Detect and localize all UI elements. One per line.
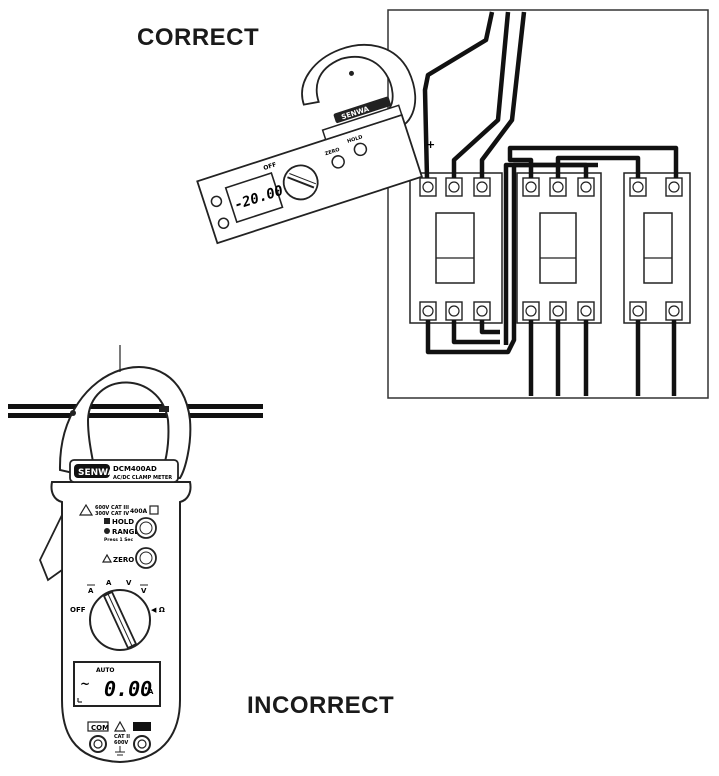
double-insulation-icon <box>149 505 159 515</box>
jack-warning-icon <box>113 720 127 732</box>
lcd-tilde: ~ <box>80 677 90 691</box>
polarity-sign: + <box>426 138 435 151</box>
dial-ohm-label: ◀ Ω <box>151 606 165 614</box>
dial-off-label: OFF <box>70 606 86 614</box>
lcd-mode: AUTO <box>96 667 115 674</box>
current-rating: 400A <box>130 508 148 515</box>
small-zero-label: ZERO <box>324 147 340 157</box>
large-brand-label: SENWA <box>78 468 115 478</box>
range-note: Press 1 Sec <box>104 537 133 543</box>
clamped-cable <box>8 404 263 418</box>
small-off-label: OFF <box>263 161 278 172</box>
dial-dcv-label: V <box>141 587 147 595</box>
small-hold-label: HOLD <box>347 134 364 145</box>
large-brand-badge <box>74 464 110 478</box>
dial-dca-label: A <box>88 587 94 595</box>
model-label: DCM400AD <box>113 465 157 473</box>
dial-aca-label: A <box>106 579 112 587</box>
large-clamp-meter: SENWA DCM400AD AC/DC CLAMP METER 600V CA… <box>8 345 263 764</box>
hold-label: HOLD <box>112 518 134 526</box>
range-label: RANGE <box>112 528 139 536</box>
lcd-value: 0.00 <box>104 677 152 701</box>
small-v-jack[interactable] <box>217 217 230 230</box>
warning-icon <box>78 503 94 516</box>
small-clamp-meter: SENWA OFF HOLD ZERO -20.00 <box>196 44 423 245</box>
range-icon <box>104 528 110 534</box>
wires <box>422 11 679 396</box>
hold-icon <box>104 518 110 524</box>
electrical-panel <box>387 9 709 399</box>
cat-rating-line1: 600V CAT III <box>95 505 129 511</box>
terminal-screws <box>419 177 683 321</box>
com-label: COM <box>91 724 109 732</box>
screw-heads <box>422 181 680 317</box>
dial-acv-label: V <box>126 579 132 587</box>
jaw-trigger[interactable] <box>39 514 63 582</box>
small-lcd-frame <box>224 172 284 224</box>
incorrect-caption: INCORRECT <box>247 692 395 719</box>
breaker-2 <box>516 172 602 324</box>
small-zero-button[interactable] <box>331 154 346 169</box>
jack-cat-line1: CAT II <box>114 734 130 740</box>
zero-icon <box>101 553 113 563</box>
jack-cat-line2: 600V <box>114 740 128 746</box>
v-ohm-label-box <box>133 722 151 731</box>
small-hold-button[interactable] <box>353 142 368 157</box>
zero-label: ZERO <box>113 556 134 564</box>
small-com-jack[interactable] <box>210 195 223 208</box>
breaker-3 <box>623 172 691 324</box>
com-label-box <box>87 721 109 732</box>
small-brand-strip <box>333 96 391 124</box>
model-subtitle: AC/DC CLAMP METER <box>113 475 172 481</box>
correct-caption: CORRECT <box>137 24 260 51</box>
lcd-unit: A <box>148 688 154 696</box>
cat-rating-line2: 300V CAT IV <box>95 511 129 517</box>
breaker-1 <box>409 172 503 324</box>
large-lcd-frame <box>73 661 161 707</box>
